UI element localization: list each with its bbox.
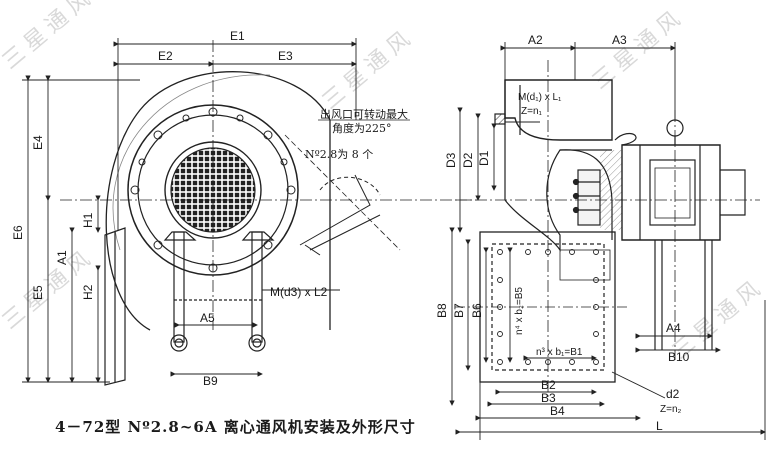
svg-text:B6: B6 — [470, 303, 484, 318]
svg-text:三星通风: 三星通风 — [0, 0, 100, 75]
svg-text:M(d₁) x L₁: M(d₁) x L₁ — [518, 92, 562, 103]
outlet-flange-front — [104, 227, 126, 386]
drawing-caption: 4－72型 Nº2.8~6A 离心通风机安装及外形尺寸 — [55, 418, 416, 436]
svg-text:E6: E6 — [11, 225, 25, 240]
mounting-legs — [163, 231, 275, 352]
svg-text:角度为225°: 角度为225° — [332, 121, 392, 135]
svg-text:A4: A4 — [666, 321, 681, 335]
svg-text:Z=n₂: Z=n₂ — [660, 404, 682, 415]
svg-text:A1: A1 — [55, 250, 69, 265]
svg-text:三星通风: 三星通风 — [318, 23, 420, 114]
svg-text:A3: A3 — [612, 33, 627, 47]
svg-text:Z=n₁: Z=n₁ — [521, 106, 543, 117]
svg-text:E1: E1 — [230, 29, 245, 43]
svg-text:M(d3) x L2: M(d3) x L2 — [270, 285, 328, 299]
svg-text:D1: D1 — [477, 150, 491, 166]
svg-text:Nº2.8为 8 个: Nº2.8为 8 个 — [305, 148, 373, 161]
svg-text:B10: B10 — [668, 350, 690, 364]
svg-text:E2: E2 — [158, 49, 173, 63]
svg-text:B7: B7 — [452, 303, 466, 318]
svg-text:E4: E4 — [31, 135, 45, 150]
side-dimensions — [449, 42, 766, 440]
front-view — [60, 40, 480, 386]
flange-bolts — [130, 107, 296, 273]
svg-text:出风口可转动最大: 出风口可转动最大 — [320, 107, 408, 121]
svg-text:D2: D2 — [461, 152, 475, 168]
svg-text:H2: H2 — [81, 284, 95, 300]
svg-text:B4: B4 — [550, 404, 565, 418]
svg-text:B2: B2 — [541, 378, 556, 392]
outlet-duct — [504, 79, 613, 141]
svg-text:L: L — [656, 419, 663, 433]
svg-text:n⁴ x b₂=B5: n⁴ x b₂=B5 — [514, 287, 525, 335]
svg-text:A5: A5 — [200, 311, 215, 325]
svg-text:E3: E3 — [278, 49, 293, 63]
svg-text:d2: d2 — [666, 387, 680, 401]
motor-body — [621, 144, 721, 241]
svg-text:A2: A2 — [528, 33, 543, 47]
bearing-bolts — [572, 178, 600, 214]
svg-text:n³ x b₁=B1: n³ x b₁=B1 — [536, 347, 583, 358]
svg-text:D3: D3 — [444, 152, 458, 168]
svg-text:B9: B9 — [203, 374, 218, 388]
front-dim-labels: E1 E2 E3 E4 E5 E6 A1 H1 H2 A5 B9 M(d3) x… — [11, 29, 328, 388]
outlet-notes: 出风口可转动最大 角度为225° Nº2.8为 8 个 — [305, 107, 410, 161]
side-dim-labels: A2 A3 A4 D1 D2 D3 M(d₁) x L₁ Z=n₁ n³ x b… — [435, 33, 690, 433]
front-dimensions — [22, 38, 357, 383]
side-view — [455, 60, 760, 400]
svg-text:H1: H1 — [81, 212, 95, 228]
svg-text:三星通风: 三星通风 — [588, 3, 690, 94]
svg-text:B3: B3 — [541, 391, 556, 405]
svg-text:B8: B8 — [435, 303, 449, 318]
svg-text:E5: E5 — [31, 285, 45, 300]
volute-casing — [105, 71, 331, 331]
